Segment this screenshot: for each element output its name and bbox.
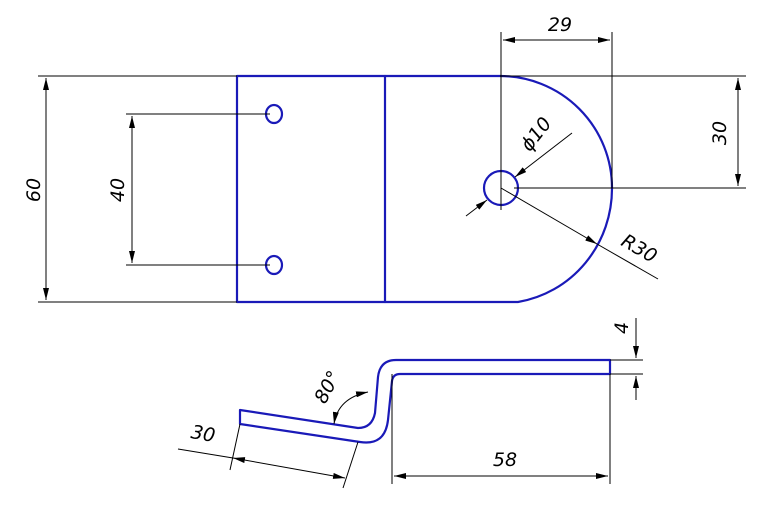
dimension-text-center-to-top: 30	[709, 121, 731, 145]
dimension-text-sheet-thickness: 4	[611, 322, 633, 334]
plate-outline	[235, 74, 614, 304]
profile-outline	[238, 358, 612, 444]
side-view	[238, 358, 612, 444]
dimension-sheet-thickness: 4	[610, 318, 643, 400]
dimension-center-to-end: 29	[500, 14, 613, 210]
dimension-text-flat-leg-length: 58	[493, 449, 517, 471]
dimension-bent-leg-length: 30	[177, 421, 359, 489]
top-view	[235, 74, 614, 304]
dimension-flat-leg-length: 58	[391, 374, 611, 484]
dimension-arc-radius: R30	[500, 187, 661, 280]
dimension-hole-spacing: 40	[107, 113, 270, 266]
dimension-center-to-top: 30	[500, 75, 746, 189]
dimension-text-hole-spacing: 40	[107, 178, 129, 202]
dimension-text-center-to-end: 29	[548, 14, 572, 36]
dimension-text-bent-leg-length: 30	[189, 421, 217, 447]
dimension-bend-angle: 80°	[310, 367, 369, 425]
dimension-text-arc-radius: R30	[617, 230, 660, 268]
dimension-text-overall-height: 60	[23, 178, 45, 202]
dimension-overall-height: 60	[23, 75, 237, 303]
dimension-text-bend-angle: 80°	[310, 367, 345, 407]
dimension-hole-diameter: ϕ10	[465, 113, 573, 217]
